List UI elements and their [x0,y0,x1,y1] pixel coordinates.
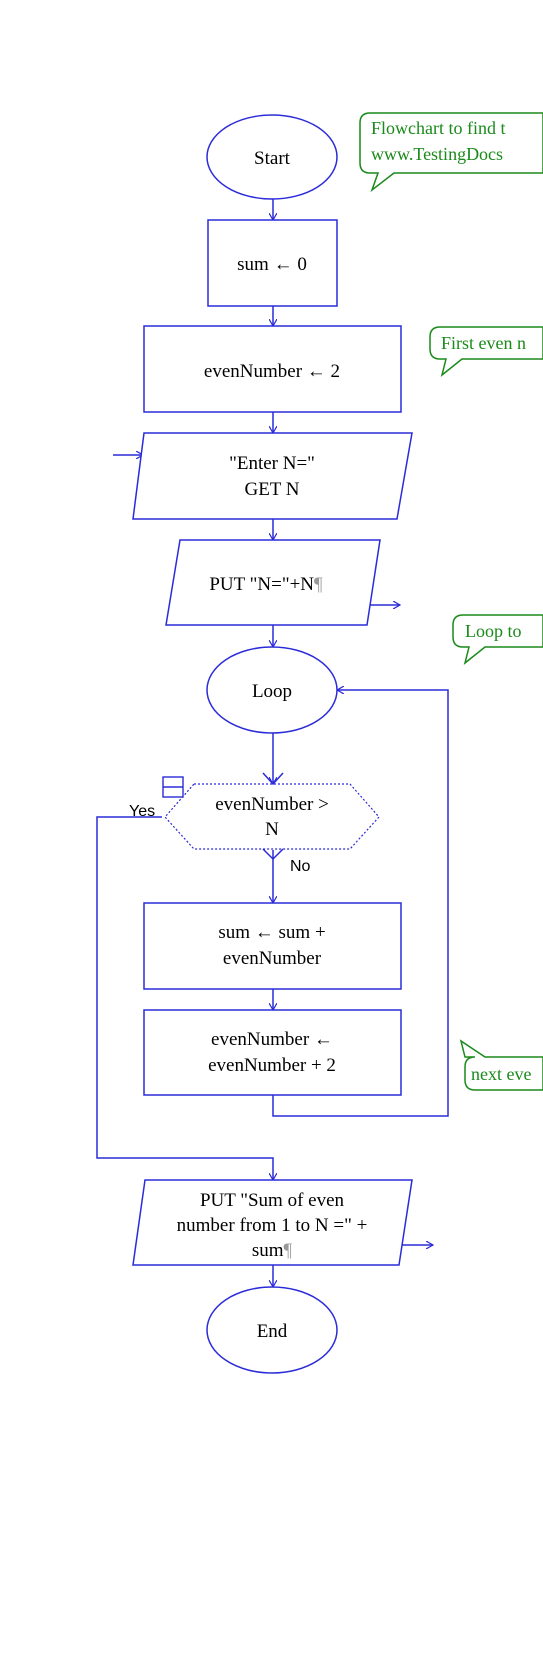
input-line2: GET N [244,479,299,500]
comment-first-even-text: First even n [441,333,526,353]
output-n-parallelogram[interactable]: PUT "N="+N¶ [165,539,381,626]
add-sum-box[interactable]: sum ← sum + evenNumber [143,902,402,990]
paragraph-mark: ¶ [314,574,323,595]
comment-title-line1: Flowchart to find t [371,118,505,138]
output-sum-line3: sum¶ [252,1240,293,1261]
output-sum-value: sum [252,1240,284,1261]
comment-title-line2: www.TestingDocs [371,144,503,164]
no-label: No [290,858,311,875]
comment-loop-to-text: Loop to [465,621,522,641]
comment-loop-to[interactable]: Loop to [452,614,543,665]
connectors [96,199,449,1287]
assign-even-text: evenNumber ← 2 [204,361,340,382]
increment-line1: evenNumber ← [211,1029,333,1050]
assign-even-box[interactable]: evenNumber ← 2 [143,325,402,413]
decision-line2: N [265,819,279,840]
end-label: End [257,1321,288,1342]
output-n-value: PUT "N="+N [209,574,314,595]
comment-first-even[interactable]: First even n [429,326,543,377]
assign-sum-text: sum ← 0 [237,254,307,275]
increment-even-box[interactable]: evenNumber ← evenNumber + 2 [143,1009,402,1096]
output-sum-line1: PUT "Sum of even [200,1190,345,1211]
start-label: Start [254,148,291,169]
add-sum-line2: evenNumber [223,948,322,969]
end-terminal[interactable]: End [206,1286,338,1374]
input-parallelogram[interactable]: "Enter N=" GET N [132,432,413,520]
output-sum-line2: number from 1 to N =" + [177,1215,368,1236]
input-line1: "Enter N=" [229,453,315,474]
add-sum-line1: sum ← sum + [218,922,325,943]
output-sum-parallelogram[interactable]: PUT "Sum of even number from 1 to N =" +… [132,1179,413,1266]
decision-node[interactable]: evenNumber > N [164,772,380,861]
assign-sum-box[interactable]: sum ← 0 [207,219,338,307]
loop-terminal[interactable]: Loop [206,646,338,734]
collapse-icon[interactable] [162,776,184,798]
loop-label: Loop [252,681,292,702]
paragraph-mark: ¶ [284,1240,293,1261]
increment-line2: evenNumber + 2 [208,1055,336,1076]
comment-title[interactable]: Flowchart to find t www.TestingDocs [359,112,543,193]
decision-line1: evenNumber > [215,794,329,815]
start-terminal[interactable]: Start [206,114,338,200]
comment-next-even-text: next eve [471,1064,531,1084]
yes-label: Yes [129,803,155,820]
comment-next-even[interactable]: next eve [459,1039,543,1091]
output-n-text: PUT "N="+N¶ [209,574,323,595]
